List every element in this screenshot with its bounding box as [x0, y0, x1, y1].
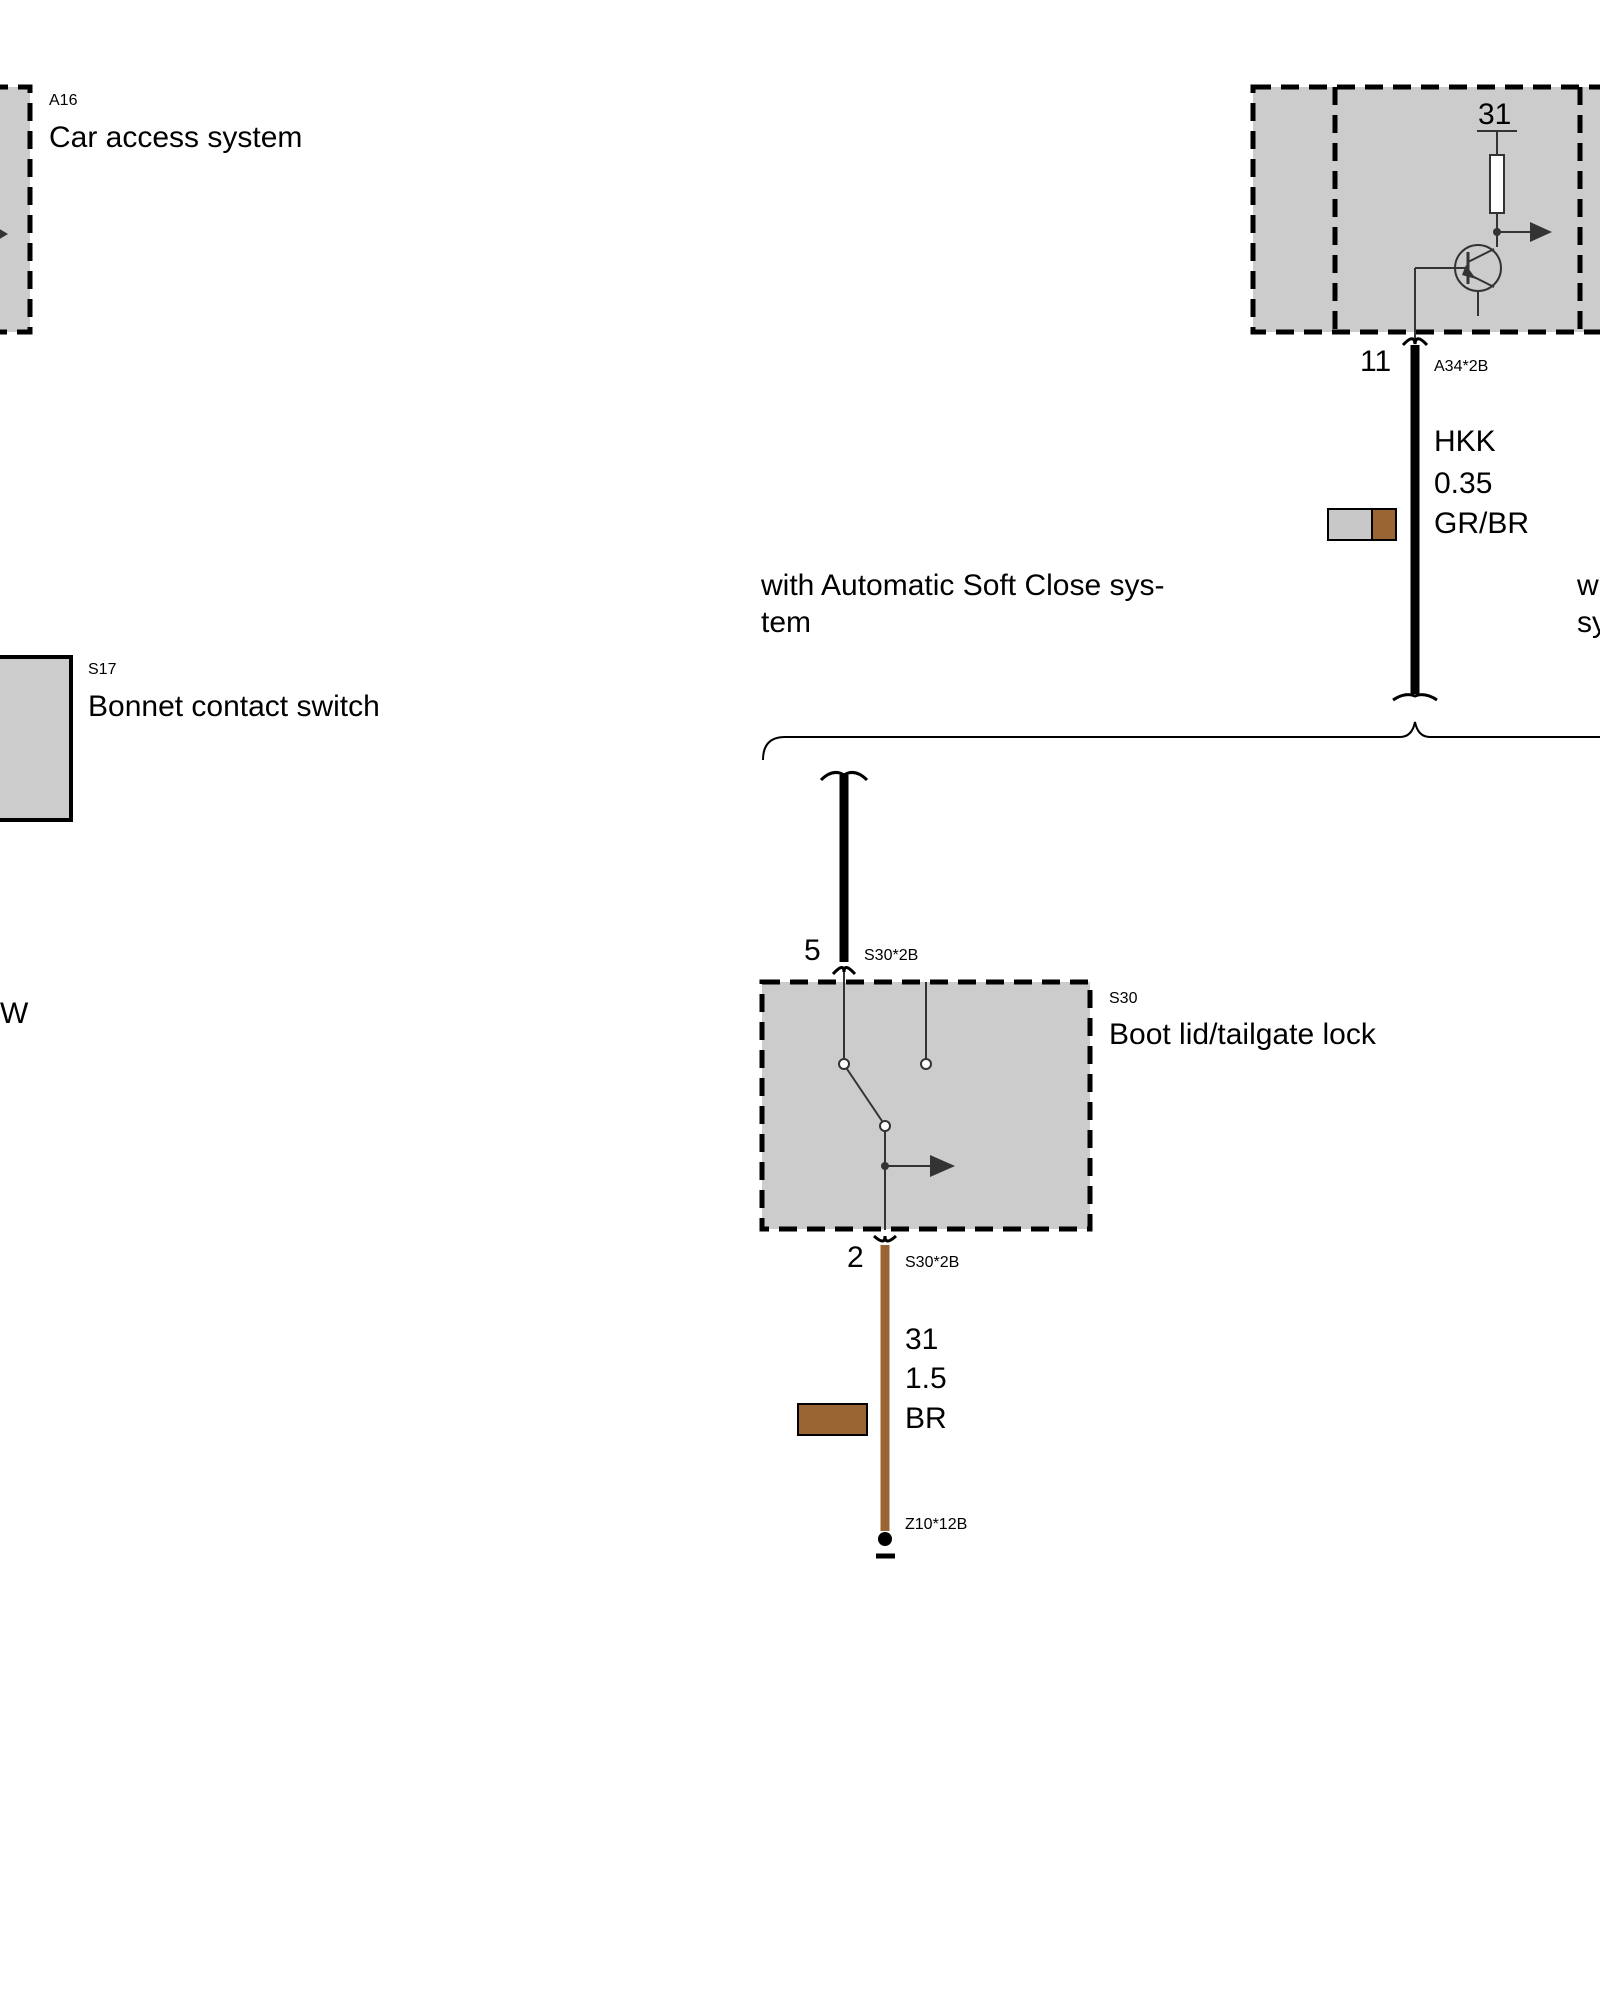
a16-output-arrow-icon — [0, 229, 8, 239]
hkk-color-label: GR/BR — [1434, 507, 1529, 540]
s17-module-box — [0, 655, 73, 822]
option-brace — [762, 721, 1600, 761]
s30-pin-2-number: 2 — [847, 1241, 864, 1274]
ground-color-label: BR — [905, 1402, 947, 1435]
a34-output-arrow-icon — [1530, 222, 1552, 242]
s30-pin-5-number: 5 — [804, 934, 821, 967]
s17-code: S17 — [88, 661, 117, 678]
s30-pin-2-socket-icon — [872, 1234, 898, 1243]
hkk-gauge-label: 0.35 — [1434, 467, 1492, 500]
s30-output-arrow-icon — [930, 1155, 955, 1177]
s17-name: Bonnet contact switch — [88, 690, 380, 723]
s30-code: S30 — [1109, 990, 1138, 1007]
a16-module-box — [0, 84, 33, 335]
ground-wire-color-swatch — [797, 1403, 868, 1436]
ground-gauge-label: 1.5 — [905, 1362, 947, 1395]
a34-connector-code: A34*2B — [1434, 358, 1488, 375]
ground-connector-code: Z10*12B — [905, 1516, 967, 1533]
switch-icon — [838, 972, 955, 1230]
hkk-signal-label: HKK — [1434, 425, 1496, 458]
s30-pin-2-connector-code: S30*2B — [905, 1254, 959, 1271]
a34-outer-box — [1250, 84, 1600, 335]
right-fragment-line1: w — [1576, 569, 1599, 602]
s30-boot-lid-lock: S30 Boot lid/tailgate lock — [759, 972, 1377, 1232]
soft-close-option-line2: tem — [761, 606, 811, 639]
left-fragment-label: W — [0, 997, 29, 1030]
right-fragment-line2: sy — [1577, 606, 1600, 639]
s17-bonnet-contact-switch: S17 Bonnet contact switch — [0, 655, 380, 822]
soft-close-option-line1: with Automatic Soft Close sys- — [760, 569, 1164, 602]
ground-point-icon — [876, 1532, 895, 1559]
a16-code: A16 — [49, 92, 78, 109]
a16-car-access-system: A16 Car access system — [0, 84, 302, 335]
a34-module: 31 — [1250, 84, 1600, 347]
a34-pin-11-number: 11 — [1360, 345, 1391, 378]
a34-pin-11-socket-icon — [1401, 337, 1429, 347]
hkk-wire-color-swatch — [1327, 508, 1397, 541]
s30-pin-5-connector-code: S30*2B — [864, 947, 918, 964]
ground-signal-label: 31 — [905, 1323, 938, 1356]
a34-pin-31-label: 31 — [1478, 98, 1511, 131]
s30-name: Boot lid/tailgate lock — [1109, 1018, 1377, 1051]
a16-name: Car access system — [49, 121, 302, 154]
transistor-icon — [1414, 244, 1502, 340]
resistor-icon — [1489, 154, 1505, 214]
hkk-wire-break-icon — [1392, 693, 1438, 702]
